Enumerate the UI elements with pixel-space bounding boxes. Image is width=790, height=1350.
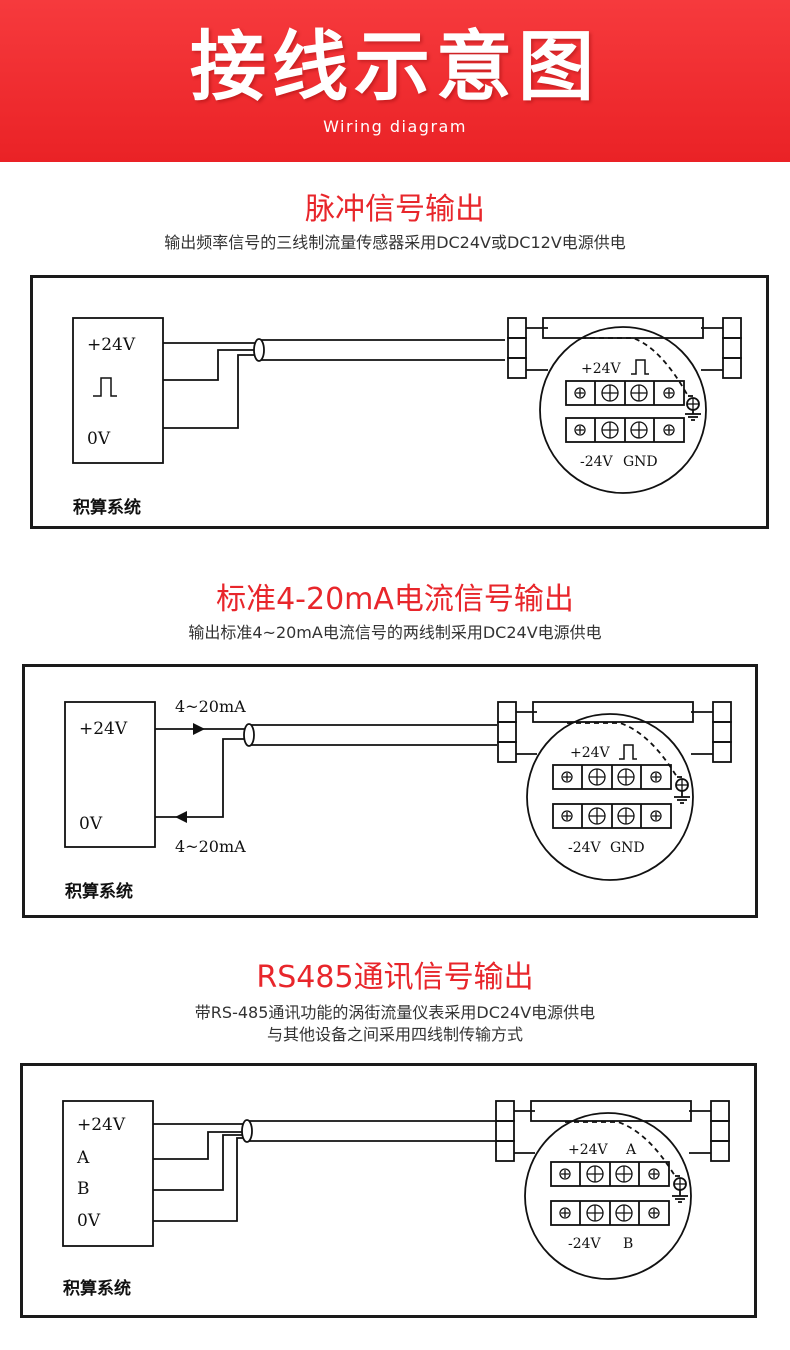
cable-gland xyxy=(253,338,265,362)
terminal-label-plus24v: +24V xyxy=(87,335,136,355)
header-banner: 接线示意图 Wiring diagram xyxy=(0,0,790,162)
terminal-label-0v: 0V xyxy=(77,1211,101,1231)
wire-minus xyxy=(155,738,247,818)
terminal-label-plus24v: +24V xyxy=(79,719,128,739)
wire-plus24v xyxy=(163,342,257,348)
wire-0v xyxy=(163,354,258,429)
section-3-diagram: +24V A B 0V +24V A -24V B 积算系统 xyxy=(20,1063,757,1318)
sensor-label-b: B xyxy=(623,1236,633,1252)
page-subtitle: Wiring diagram xyxy=(323,117,467,136)
wire-pulse xyxy=(163,349,258,381)
system-label: 积算系统 xyxy=(65,881,133,902)
section-2-title: 标准4-20mA电流信号输出 xyxy=(216,582,574,617)
sensor-head xyxy=(539,326,707,494)
sensor-label-plus24v: +24V xyxy=(570,745,611,761)
terminal-label-b: B xyxy=(77,1179,90,1199)
integrator-box xyxy=(62,1100,154,1247)
sensor-label-gnd: GND xyxy=(610,840,645,856)
sensor-label-gnd: GND xyxy=(623,454,658,470)
sensor-label-minus24v: -24V xyxy=(568,840,602,856)
integrator-box xyxy=(64,701,156,848)
sensor-head xyxy=(524,1112,692,1280)
wire-b xyxy=(153,1134,246,1191)
section-1-diagram: +24V 0V +24V -24V GND 积算系统 xyxy=(30,275,769,529)
wire-plus24v xyxy=(153,1123,246,1130)
section-1-title: 脉冲信号输出 xyxy=(305,192,485,227)
section-1-description: 输出频率信号的三线制流量传感器采用DC24V或DC12V电源供电 xyxy=(164,233,626,252)
rs485-wiring-diagram: +24V A B 0V +24V A -24V B 积算系统 xyxy=(62,1100,730,1299)
section-3-description-line-2: 与其他设备之间采用四线制传输方式 xyxy=(266,1025,523,1044)
terminal-label-0v: 0V xyxy=(79,814,103,834)
arrow-left xyxy=(175,811,187,823)
current-loop-wiring-diagram: 4~20mA 4~20mA +24V 0V +24V -24V GND 积算系统 xyxy=(64,697,732,902)
terminal-label-plus24v: +24V xyxy=(77,1115,126,1135)
sensor-label-minus24v: -24V xyxy=(568,1236,602,1252)
cable-gland xyxy=(241,1119,253,1143)
wire-label-bottom: 4~20mA xyxy=(175,837,246,856)
integrator-box xyxy=(72,317,164,464)
page-title: 接线示意图 xyxy=(190,22,600,111)
system-label: 积算系统 xyxy=(73,497,141,518)
sensor-label-a: A xyxy=(625,1142,637,1158)
terminal-label-a: A xyxy=(76,1148,90,1168)
wire-a xyxy=(153,1131,246,1160)
section-3-description-line-1: 带RS-485通讯功能的涡街流量仪表采用DC24V电源供电 xyxy=(194,1003,596,1022)
sensor-head xyxy=(526,713,694,881)
system-label: 积算系统 xyxy=(63,1278,131,1299)
pulse-wiring-diagram: +24V 0V +24V -24V GND 积算系统 xyxy=(72,317,742,518)
terminal-label-0v: 0V xyxy=(87,429,111,449)
cable-gland xyxy=(243,723,255,747)
wire-label-top: 4~20mA xyxy=(175,697,246,716)
section-2-diagram: 4~20mA 4~20mA +24V 0V +24V -24V GND 积算系统 xyxy=(22,664,758,918)
wire-0v xyxy=(153,1137,246,1222)
sensor-label-plus24v: +24V xyxy=(568,1142,609,1158)
section-3-title: RS485通讯信号输出 xyxy=(256,960,534,995)
sensor-label-minus24v: -24V xyxy=(580,454,614,470)
section-2-description: 输出标准4~20mA电流信号的两线制采用DC24V电源供电 xyxy=(188,623,602,642)
arrow-right xyxy=(193,723,205,735)
sensor-label-plus24v: +24V xyxy=(581,361,622,377)
